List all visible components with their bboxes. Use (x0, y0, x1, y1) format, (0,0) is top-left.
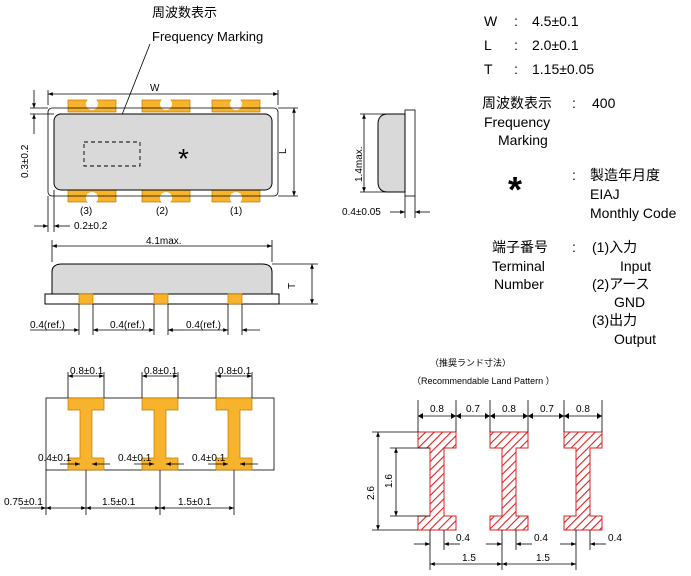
top-view: W * L 0.3±0.2 (3) (2) (1) (20, 83, 298, 232)
land-top-2: 0.8 (502, 404, 516, 415)
land-top-4: 0.8 (576, 404, 590, 415)
dim-t: T (287, 283, 298, 289)
top-body (53, 113, 273, 191)
bottom-pad-3 (215, 397, 253, 471)
spec-ast-jp: 製造年月度 (590, 167, 660, 183)
spec-term-en1: Terminal (492, 258, 545, 274)
land-title-en: （Recommendable Land Pattern ） (412, 376, 555, 386)
land-pad-1 (417, 431, 457, 531)
specifications: W : 4.5±0.1 L : 2.0±0.1 T : 1.15±0.05 周波… (482, 13, 677, 347)
spec-t-val: 1.15±0.05 (532, 61, 594, 77)
neck-1: 0.4±0.1 (38, 453, 72, 464)
marking-area (83, 141, 141, 167)
dim-l: L (278, 148, 289, 154)
front-view: 4.1max. T 0.4(ref.) 0.4(ref.) 0.4(ref.) (30, 236, 318, 335)
land-pattern: （推奨ランド寸法） （Recommendable Land Pattern ） … (366, 357, 622, 570)
dim-w: W (150, 83, 160, 94)
neck-3: 0.4±0.1 (192, 453, 226, 464)
spec-asterisk: * (508, 169, 522, 210)
pitch-1: 1.5±0.1 (102, 497, 136, 508)
land-b2: 0.4 (534, 533, 548, 544)
spec-ast-sep: : (572, 167, 576, 183)
spec-freq-sep: : (572, 95, 576, 111)
land-p2: 1.5 (536, 553, 550, 564)
spec-term-en2: Number (494, 276, 544, 292)
spec-t-sep: : (514, 61, 518, 77)
spec-w-sep: : (514, 13, 518, 29)
land-pad-3 (563, 431, 603, 531)
pad-width-1: 0.8±0.1 (70, 366, 104, 377)
spec-t1-en: Input (620, 258, 651, 274)
spec-ast-en1: EIAJ (590, 186, 620, 202)
land-p1: 1.5 (462, 553, 476, 564)
land-pad-2 (489, 431, 529, 531)
pin-1-label: (1) (230, 206, 242, 217)
spec-l-key: L (484, 37, 492, 53)
edge-offset: 0.75±0.1 (4, 497, 43, 508)
spec-ast-en2: Monthly Code (590, 205, 677, 221)
spec-t2-en: GND (614, 294, 645, 310)
land-b3: 0.4 (608, 533, 622, 544)
dim-02: 0.2±0.2 (74, 221, 108, 232)
land-top-1: 0.7 (466, 404, 480, 415)
land-h1: 2.6 (366, 486, 377, 500)
pin-3-label: (3) (80, 206, 92, 217)
side-view: 1.4max. 0.4±0.05 (342, 109, 430, 218)
land-top-3: 0.7 (540, 404, 554, 415)
ref-2: 0.4(ref.) (110, 320, 145, 331)
bottom-view: 0.8±0.1 0.8±0.1 0.8±0.1 0.4±0.1 0.4±0.1 … (4, 366, 275, 515)
land-title-jp: （推奨ランド寸法） (430, 357, 511, 368)
spec-t-key: T (484, 61, 493, 77)
spec-t2-jp: (2)アース (592, 276, 650, 292)
dim-14: 1.4max. (354, 146, 365, 182)
dim-03: 0.3±0.2 (20, 144, 31, 178)
land-h2: 1.6 (384, 474, 395, 488)
spec-term-jp: 端子番号 (492, 239, 548, 255)
land-top-0: 0.8 (430, 404, 444, 415)
spec-freq-jp: 周波数表示 (482, 95, 552, 111)
ref-1: 0.4(ref.) (30, 320, 65, 331)
spec-freq-en1: Frequency (484, 114, 550, 130)
neck-2: 0.4±0.1 (118, 453, 152, 464)
spec-t3-jp: (3)出力 (592, 312, 637, 328)
land-b1: 0.4 (456, 533, 470, 544)
spec-freq-val: 400 (592, 95, 616, 111)
spec-freq-en2: Marking (498, 132, 548, 148)
spec-t1-jp: (1)入力 (592, 239, 637, 255)
dim-04: 0.4±0.05 (342, 207, 381, 218)
bottom-pad-1 (67, 397, 105, 471)
pin-2-label: (2) (156, 206, 168, 217)
freq-marking-jp: 周波数表示 (152, 5, 217, 20)
spec-l-sep: : (514, 37, 518, 53)
spec-l-val: 2.0±0.1 (532, 37, 579, 53)
asterisk-mark: * (178, 143, 189, 174)
spec-term-sep: : (572, 239, 576, 255)
dim-41: 4.1max. (146, 236, 182, 247)
pitch-2: 1.5±0.1 (178, 497, 212, 508)
spec-t3-en: Output (614, 331, 656, 347)
spec-w-val: 4.5±0.1 (532, 13, 579, 29)
ref-3: 0.4(ref.) (186, 320, 221, 331)
bottom-pad-2 (141, 397, 179, 471)
spec-w-key: W (484, 13, 498, 29)
pad-width-2: 0.8±0.1 (144, 366, 178, 377)
pad-width-3: 0.8±0.1 (218, 366, 252, 377)
freq-marking-en: Frequency Marking (152, 29, 263, 44)
